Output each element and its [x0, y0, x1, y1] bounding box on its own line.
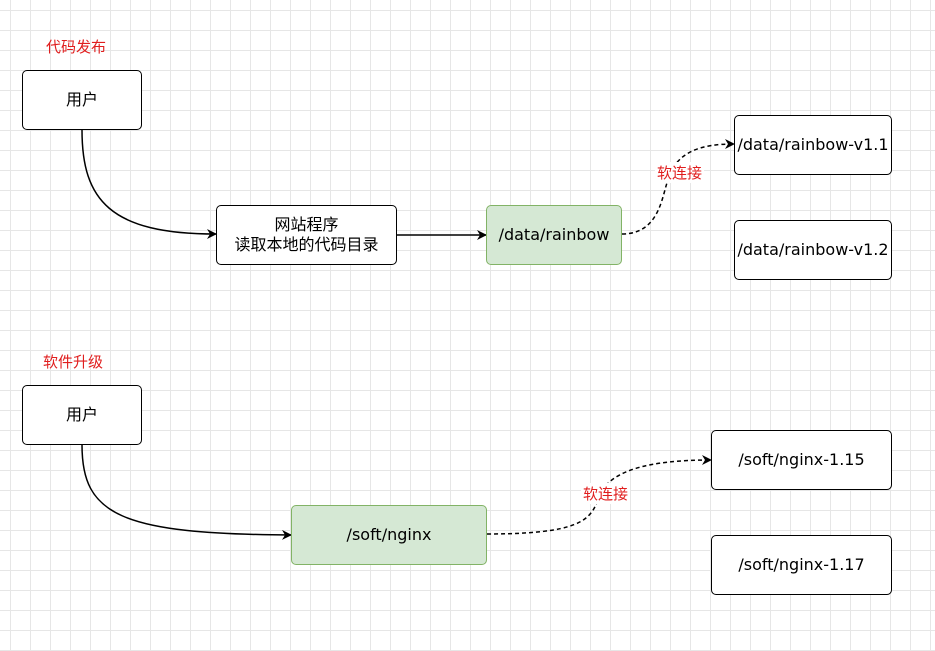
user-node[interactable]: 用户: [22, 70, 142, 130]
edge-user2-to-nginx: [81, 444, 292, 540]
rainbow-v1-1-label: /data/rainbow-v1.1: [737, 135, 889, 154]
program-node[interactable]: 网站程序 读取本地的代码目录: [216, 205, 397, 265]
user-node-2-label: 用户: [65, 405, 98, 424]
section-title-software-upgrade: 软件升级: [43, 353, 104, 371]
nginx-link-node[interactable]: /soft/nginx: [291, 505, 487, 565]
rainbow-v1-1-node[interactable]: /data/rainbow-v1.1: [734, 115, 892, 175]
edge-label-softlink-2: 软连接: [581, 483, 631, 504]
rainbow-v1-2-node[interactable]: /data/rainbow-v1.2: [734, 220, 892, 280]
rainbow-link-label: /data/rainbow: [498, 225, 610, 244]
edge-softlink-rainbow: [621, 139, 735, 235]
nginx-1-15-node[interactable]: /soft/nginx-1.15: [711, 430, 892, 490]
rainbow-v1-2-label: /data/rainbow-v1.2: [737, 240, 889, 259]
edge-label-softlink-1: 软连接: [655, 162, 705, 183]
program-node-line2: 读取本地的代码目录: [234, 235, 379, 254]
edge-user-to-program: [81, 129, 217, 239]
user-node-label: 用户: [65, 90, 98, 109]
user-node-2[interactable]: 用户: [22, 385, 142, 445]
nginx-link-label: /soft/nginx: [346, 525, 432, 544]
section-title-code-release: 代码发布: [46, 38, 107, 56]
edge-softlink-nginx: [486, 455, 712, 535]
nginx-1-17-node[interactable]: /soft/nginx-1.17: [711, 535, 892, 595]
nginx-1-15-label: /soft/nginx-1.15: [738, 450, 865, 469]
nginx-1-17-label: /soft/nginx-1.17: [738, 555, 865, 574]
program-node-line1: 网站程序: [274, 215, 339, 234]
rainbow-link-node[interactable]: /data/rainbow: [486, 205, 622, 265]
